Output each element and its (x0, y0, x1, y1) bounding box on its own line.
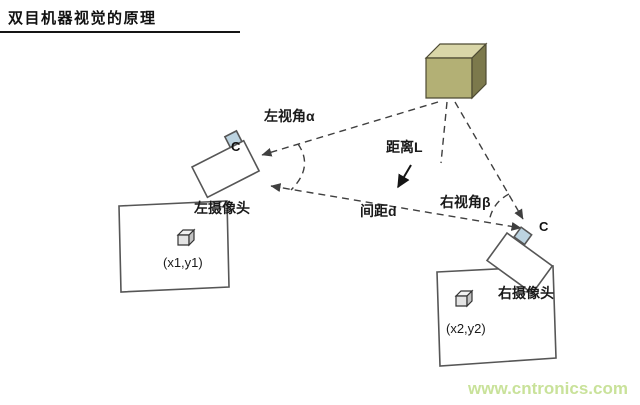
cube-side-face (471, 42, 487, 100)
left-image-plane (118, 200, 230, 293)
right-camera (485, 226, 554, 295)
left-lens-label: C (231, 139, 241, 154)
object-cube (424, 42, 488, 100)
cube-front-face (425, 57, 473, 99)
right-camera-lens-icon (512, 226, 533, 246)
distance-pointer-arrow (397, 164, 412, 189)
watermark: www.cntronics.com (467, 379, 628, 398)
ray-object-to-right-camera (454, 101, 524, 220)
left-camera-label: 左摄像头 (193, 200, 250, 216)
mini-cube-side-face (466, 289, 473, 308)
page-title: 双目机器视觉的原理 (8, 10, 157, 27)
right-camera-body (485, 231, 554, 295)
right-camera-label: 右摄像头 (497, 285, 554, 301)
mini-cube-front-face (455, 295, 468, 307)
distance-line (440, 101, 448, 164)
distance-label: 距离L (386, 139, 423, 155)
right-lens-label: C (539, 219, 549, 234)
mini-cube-side-face (188, 228, 195, 247)
mini-cube-front-face (177, 234, 190, 246)
left-camera-lens-icon (223, 129, 243, 149)
right-angle-arc (488, 193, 510, 223)
left-view-angle-label: 左视角α (263, 108, 315, 124)
left-image-cube-icon (176, 228, 196, 247)
right-view-angle-label: 右视角β (439, 194, 491, 210)
left-camera (190, 129, 261, 199)
left-camera-body (190, 139, 261, 199)
ray-object-to-left-camera (261, 101, 439, 157)
baseline-label: 间距d (360, 203, 397, 219)
left-image-point-label: (x1,y1) (163, 255, 203, 270)
left-angle-arc (290, 143, 306, 191)
baseline-line (270, 183, 522, 231)
right-image-point-label: (x2,y2) (446, 321, 486, 336)
right-image-cube-icon (454, 289, 474, 308)
header: 双目机器视觉的原理 (0, 0, 240, 33)
